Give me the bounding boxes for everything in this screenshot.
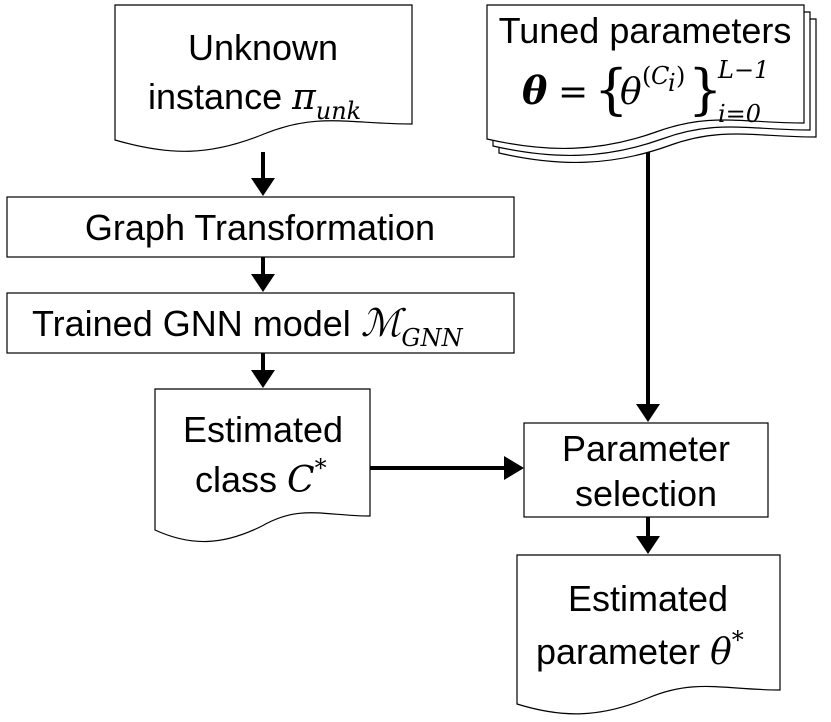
unknown-instance-line1: Unknown [188,27,338,68]
theta-star-superscript: * [732,626,744,654]
node-tuned-parameters: Tuned parameters θ = { θ ( C i ) } L−1 i… [486,4,817,164]
graph-transformation-box [6,196,515,258]
graph-transformation-label: Graph Transformation [85,207,435,248]
equals-sign: = [558,72,588,113]
c-star-symbol: C [287,460,315,501]
estimated-class-line1: Estimated [183,409,343,450]
estimated-class-line2: class C* [195,454,327,501]
superscript-c-subscript-i: i [668,69,676,97]
left-brace: { [594,58,628,121]
pi-subscript-unk: unk [316,97,361,125]
superscript-close-paren: ) [676,62,685,90]
theta-star-symbol: θ [710,632,732,673]
theta-symbol: θ [620,72,642,113]
estimated-parameter-line1: Estimated [568,578,728,619]
node-unknown-instance: Unknown instance πunk [114,4,413,152]
node-graph-transformation: Graph Transformation [6,196,515,258]
estimated-parameter-document-shape [516,554,781,715]
trained-gnn-label: Trained GNN model ℳGNN [32,301,464,352]
unknown-instance-document-shape [114,4,413,152]
tuned-parameters-title: Tuned parameters [499,10,792,51]
unknown-instance-line2-text: instance [148,76,292,117]
right-brace: } [688,58,722,121]
node-estimated-class: Estimated class C* [154,388,371,543]
superscript-open-paren: ( [642,62,651,90]
parameter-selection-line2: selection [575,473,717,514]
arrow-tuned-to-selection [636,152,660,422]
node-estimated-parameter: Estimated parameter θ* [516,554,781,715]
tuned-parameters-formula: θ = { θ ( C i ) } L−1 i=0 [522,56,769,128]
estimated-class-document-shape [154,388,371,543]
gnn-subscript: GNN [401,324,463,352]
trained-gnn-label-text: Trained GNN model [32,303,361,344]
arrow-unknown-to-graph [251,152,275,196]
arrow-graph-to-gnn [251,257,275,292]
estimated-parameter-line2: parameter θ* [536,626,744,673]
theta-bold-symbol: θ [522,68,548,113]
arrow-class-to-selection [370,456,524,480]
arrow-gnn-to-class [251,353,275,388]
arrow-selection-to-estimated-parameter [636,517,660,554]
pi-symbol: π [291,77,317,118]
script-m-symbol: ℳ [361,301,407,345]
tuned-parameters-doc-front [486,4,805,150]
node-parameter-selection: Parameter selection [523,422,769,518]
c-star-superscript: * [315,454,327,482]
estimated-parameter-line2-text: parameter [536,631,710,672]
upper-limit: L−1 [717,56,769,84]
trained-gnn-box [6,292,515,354]
unknown-instance-line2: instance πunk [148,76,361,125]
superscript-c: C [651,62,669,90]
estimated-class-line2-text: class [195,459,287,500]
node-trained-gnn-model: Trained GNN model ℳGNN [6,292,515,354]
parameter-selection-box [523,422,769,518]
lower-limit: i=0 [718,100,761,128]
parameter-selection-line1: Parameter [562,428,730,469]
